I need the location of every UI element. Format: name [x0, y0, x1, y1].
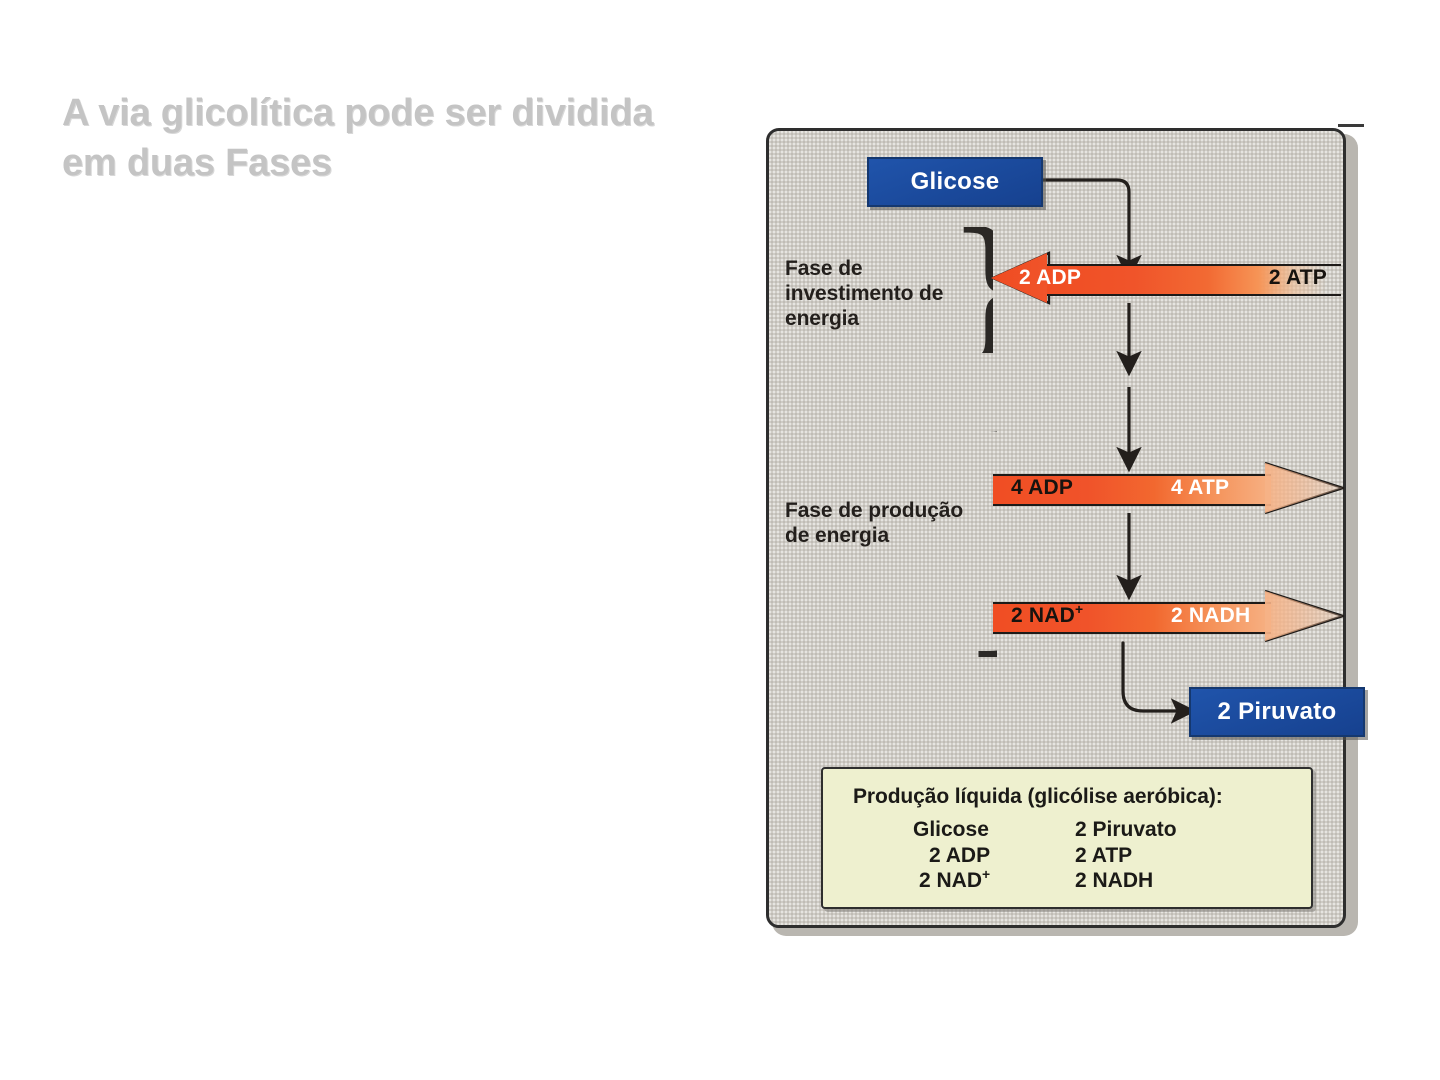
- arrowhead-right-icon: [1265, 591, 1343, 641]
- reaction-label-4atp: 4 ATP: [1171, 476, 1230, 499]
- glycolysis-diagram: Glicose Fase de investimento de energia …: [766, 124, 1365, 936]
- reaction-atp-investment: 2 ADP 2 ATP: [991, 253, 1341, 303]
- reaction-bar: [993, 602, 1271, 634]
- reaction-label-2adp: 2 ADP: [1019, 266, 1082, 289]
- figure-top-rule: [1338, 124, 1364, 127]
- summary-outputs-column: 2 Piruvato 2 ATP 2 NADH: [1075, 817, 1177, 894]
- summary-row-2atp: 2 ATP: [1075, 843, 1177, 869]
- reaction-label-2nad-text: 2 NAD: [1011, 604, 1076, 627]
- reaction-bar: [993, 474, 1271, 506]
- reaction-label-2nadh: 2 NADH: [1171, 604, 1251, 627]
- page-title: A via glicolítica pode ser dividida em d…: [62, 92, 654, 185]
- reaction-nadh-production: 2 NAD+ 2 NADH: [993, 591, 1345, 641]
- summary-row-2piruvato: 2 Piruvato: [1075, 817, 1177, 843]
- net-production-summary: Produção líquida (glicólise aeróbica): G…: [821, 767, 1313, 909]
- summary-cell-text: 2 NADH: [1075, 869, 1154, 893]
- phase-label-production: Fase de produção de energia: [785, 499, 964, 547]
- summary-cell-superscript: +: [982, 866, 991, 883]
- summary-cell-text: 2 NAD: [919, 869, 983, 893]
- reaction-atp-production: 4 ADP 4 ATP: [993, 463, 1345, 513]
- summary-cell-text: Glicose: [913, 818, 989, 841]
- node-pyruvate[interactable]: 2 Piruvato: [1189, 687, 1365, 737]
- reaction-label-4adp: 4 ADP: [1011, 476, 1074, 499]
- arrow-to-pyruvate: [1121, 641, 1197, 724]
- summary-columns: Glicose 2 ADP 2 NAD+ 2 Piruvato 2 ATP 2 …: [823, 817, 1311, 894]
- brace-production-icon: }: [945, 431, 997, 657]
- summary-cell-text: 2 Piruvato: [1075, 818, 1177, 841]
- diagram-panel: Glicose Fase de investimento de energia …: [766, 128, 1365, 928]
- arrowhead-right-icon: [1265, 463, 1343, 513]
- summary-title: Produção líquida (glicólise aeróbica):: [853, 785, 1223, 808]
- reaction-label-2atp: 2 ATP: [1268, 266, 1327, 289]
- summary-cell-text: 2 ADP: [929, 843, 991, 867]
- phase-label-investment: Fase de investimento de energia: [785, 257, 944, 330]
- summary-row-glicose: Glicose: [913, 817, 1075, 843]
- summary-row-2adp: 2 ADP: [929, 843, 1075, 869]
- summary-inputs-column: Glicose 2 ADP 2 NAD+: [895, 817, 1075, 894]
- brace-investment-icon: }: [945, 227, 993, 353]
- reaction-label-2nad: 2 NAD+: [1011, 601, 1084, 628]
- summary-row-2nad: 2 NAD+: [919, 866, 1075, 894]
- summary-row-2nadh: 2 NADH: [1075, 868, 1177, 894]
- summary-cell-text: 2 ATP: [1075, 843, 1133, 867]
- reaction-label-2nad-superscript: +: [1075, 601, 1084, 617]
- reaction-bar: [1045, 264, 1341, 296]
- node-glucose[interactable]: Glicose: [867, 157, 1043, 207]
